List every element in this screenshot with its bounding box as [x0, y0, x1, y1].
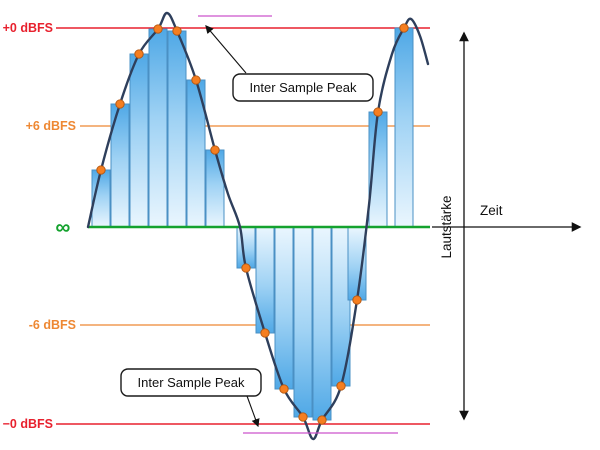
sample-bar: [255, 226, 275, 334]
sample-dot: [373, 107, 383, 117]
sample-bar: [394, 27, 414, 228]
sample-bar: [236, 226, 256, 269]
plus0-dbfs-label: +0 dBFS: [3, 21, 53, 35]
volume-axis-label: Lautstärke: [439, 195, 454, 258]
sample-bar: [167, 30, 187, 228]
callout-text-top: Inter Sample Peak: [250, 80, 357, 95]
sample-bar: [129, 53, 149, 228]
sample-dots-group: [96, 23, 409, 425]
callout-box-top: [232, 73, 374, 102]
sample-dot: [298, 412, 308, 422]
plus6-dbfs-label: +6 dBFS: [26, 119, 76, 133]
minus6-dbfs-label: -6 dBFS: [29, 318, 76, 332]
sample-dot: [336, 381, 346, 391]
sample-dot: [172, 26, 182, 36]
time-axis-label: Zeit: [480, 203, 503, 218]
sample-dot: [279, 384, 289, 394]
sample-dot: [317, 415, 327, 425]
callout-box-bottom: [120, 368, 262, 397]
sample-bar: [293, 226, 313, 418]
sample-dot: [352, 295, 362, 305]
callout-arrow-top: [205, 25, 247, 74]
sample-dot: [96, 165, 106, 175]
sample-bar: [347, 226, 367, 301]
sample-bar: [312, 226, 332, 421]
sample-bar: [148, 28, 168, 228]
sample-dot: [241, 263, 251, 273]
sample-dot: [260, 328, 270, 338]
sample-dot: [153, 24, 163, 34]
minus0-dbfs-label: −0 dBFS: [3, 417, 53, 431]
callout-text-bottom: Inter Sample Peak: [138, 375, 245, 390]
sample-bar: [205, 149, 225, 228]
sample-dot: [115, 99, 125, 109]
callout-arrow-bottom: [246, 395, 260, 428]
sample-dot: [191, 75, 201, 85]
sample-dot: [134, 49, 144, 59]
sample-dot: [210, 145, 220, 155]
infinity-label: ∞: [56, 216, 71, 239]
sample-bar: [274, 226, 294, 390]
sample-dot: [399, 23, 409, 33]
